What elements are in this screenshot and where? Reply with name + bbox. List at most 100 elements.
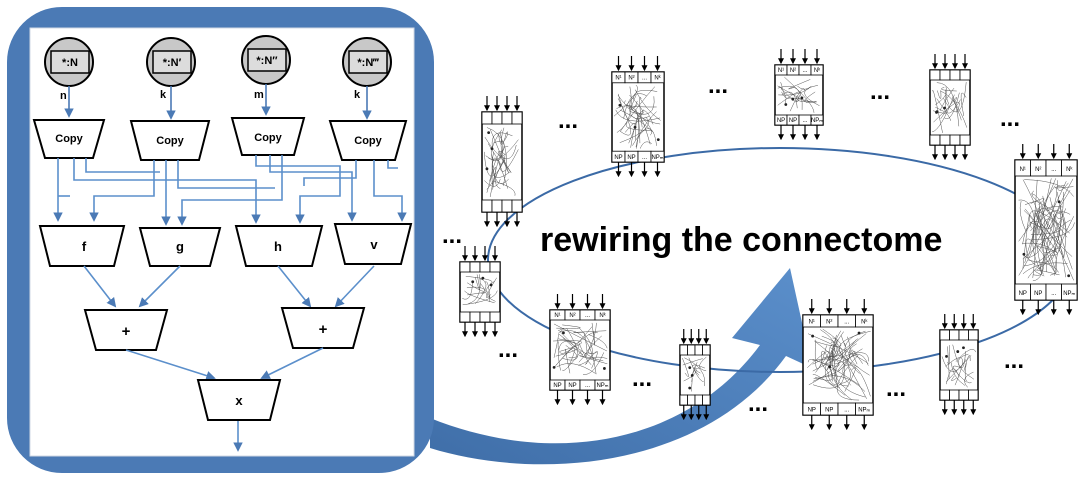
neuron-fiber <box>486 166 496 193</box>
module-output-cell <box>687 394 696 406</box>
neuron-fiber <box>464 290 495 304</box>
neuron-fiber <box>466 286 491 302</box>
neuron-fiber <box>624 123 636 144</box>
module-output-cell <box>702 394 711 406</box>
neuron-fiber <box>812 375 866 392</box>
neuron-fiber <box>1019 200 1027 232</box>
neuron-fiber <box>1023 210 1044 272</box>
neuron-fiber <box>1027 243 1062 279</box>
neuron-fiber <box>624 100 657 108</box>
neuron-fiber <box>495 159 506 190</box>
neuron-fiber <box>691 377 693 392</box>
neuron-fiber <box>588 335 602 354</box>
neuron-fiber <box>630 110 654 148</box>
input-label-1: *:N <box>62 57 78 69</box>
neuron-fiber <box>941 87 957 92</box>
neuron-fiber <box>955 349 977 362</box>
neuron-fiber <box>1035 226 1051 274</box>
module-cell-label: NP <box>825 407 833 413</box>
neuron-fiber <box>807 333 869 364</box>
neuron-fiber <box>788 79 811 90</box>
neuron-fiber <box>796 95 817 103</box>
adder-label-2: + <box>319 321 328 338</box>
module-input-cell <box>511 111 523 125</box>
neuron-soma <box>800 96 804 100</box>
neuron-fiber <box>632 128 657 146</box>
neuron-fiber <box>634 89 661 121</box>
module-output-cell <box>469 311 481 323</box>
neuron-fiber <box>493 180 516 196</box>
module-cell-label: NP <box>627 155 635 161</box>
neuron-fiber <box>491 151 510 178</box>
function-block-f: f <box>38 225 126 267</box>
neuron-fiber <box>465 276 493 283</box>
neuron-soma <box>481 276 485 280</box>
neuron-soma <box>784 103 788 106</box>
neuron-fiber <box>586 356 608 364</box>
neuron-fiber <box>562 350 582 371</box>
neuron-fiber <box>562 328 579 361</box>
module-cell-label: NP <box>614 155 622 161</box>
module-output-cell <box>958 389 969 401</box>
neuron-fiber <box>780 82 783 90</box>
neuron-fiber <box>468 274 481 305</box>
ellipsis: ... <box>886 375 906 402</box>
function-label-f: f <box>82 239 87 254</box>
neuron-fiber <box>474 278 487 305</box>
multiplier-block: x <box>196 379 282 421</box>
big-curved-arrow <box>430 268 812 465</box>
module-input-cell <box>650 71 665 84</box>
input-label-2: *:N′ <box>163 57 182 69</box>
input-arg-3: m <box>254 89 264 101</box>
neuron-fiber <box>778 88 810 96</box>
neuron-soma <box>962 346 965 350</box>
module-cell-label: N² <box>826 319 832 325</box>
neuron-fiber <box>944 92 960 119</box>
neuron-fiber <box>591 322 596 346</box>
module-output-cell <box>939 134 951 146</box>
neuron-fiber <box>812 353 845 389</box>
neuron-fiber <box>682 357 689 377</box>
neuron-fiber <box>953 365 967 383</box>
module-output-cell <box>679 394 688 406</box>
neuron-fiber <box>565 345 577 359</box>
neuron-soma <box>1057 200 1061 204</box>
module-output-cell <box>481 199 493 213</box>
neuron-fiber <box>785 97 812 104</box>
neuron-fiber <box>1042 195 1054 212</box>
module-cell-label: NP <box>568 383 576 389</box>
neuron-soma <box>552 365 556 369</box>
neuron-fiber <box>617 95 638 109</box>
neuron-soma <box>791 97 795 101</box>
module-input-cell <box>939 329 950 341</box>
neuron-fiber <box>945 94 961 114</box>
module-cell-label: ... <box>802 118 807 124</box>
module-input-cell <box>968 329 979 341</box>
neuron-fiber <box>498 132 507 145</box>
module-input-cell <box>459 261 471 273</box>
module-cell-label: N¹ <box>554 313 560 319</box>
module-cell-label: N² <box>569 313 575 319</box>
adder-label-1: + <box>122 323 131 340</box>
module-input-cell <box>679 344 688 356</box>
module-input-cell <box>594 309 611 321</box>
module-input-cell <box>929 69 941 81</box>
copy-block-1: Copy <box>32 119 106 159</box>
neuron-fiber <box>615 109 661 122</box>
module-input-cell <box>855 314 874 328</box>
module-output-cell <box>501 199 513 213</box>
module-output-cell <box>810 114 824 126</box>
copy-block-2: Copy <box>129 120 211 161</box>
ellipsis: ... <box>1004 347 1024 374</box>
module-input-cell <box>810 64 824 76</box>
function-label-g: g <box>176 239 184 254</box>
neuron-soma <box>857 331 861 335</box>
neuron-soma <box>943 106 946 110</box>
function-to-adder-wires <box>83 265 375 308</box>
module-output-cell <box>949 134 961 146</box>
neuron-fiber <box>486 127 507 186</box>
